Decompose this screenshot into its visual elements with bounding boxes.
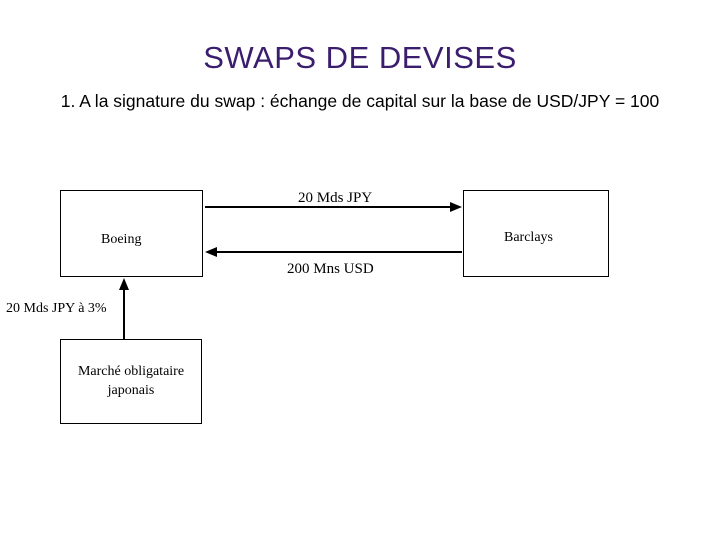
flow-label-from-bond-market: 20 Mds JPY à 3% (6, 301, 107, 316)
arrow-from-bond-market (119, 278, 129, 339)
barclays-box: Barclays (463, 190, 609, 277)
boeing-label: Boeing (101, 232, 142, 247)
arrow-to-barclays (205, 202, 462, 212)
flow-label-to-barclays: 20 Mds JPY (298, 190, 373, 206)
bond-market-label-line1: Marché obligataire (77, 364, 185, 379)
arrow-to-boeing (205, 247, 462, 257)
bond-market-label-line2: japonais (107, 383, 155, 398)
barclays-label: Barclays (504, 230, 553, 245)
slide-title: SWAPS DE DEVISES (203, 40, 517, 75)
bond-market-box: Marché obligataire japonais (60, 339, 202, 424)
boeing-box: Boeing (60, 190, 203, 277)
slide-subtitle: 1. A la signature du swap : échange de c… (60, 91, 660, 111)
bond-market-label: Marché obligataire japonais (61, 362, 201, 400)
flow-label-to-boeing: 200 Mns USD (287, 261, 374, 277)
